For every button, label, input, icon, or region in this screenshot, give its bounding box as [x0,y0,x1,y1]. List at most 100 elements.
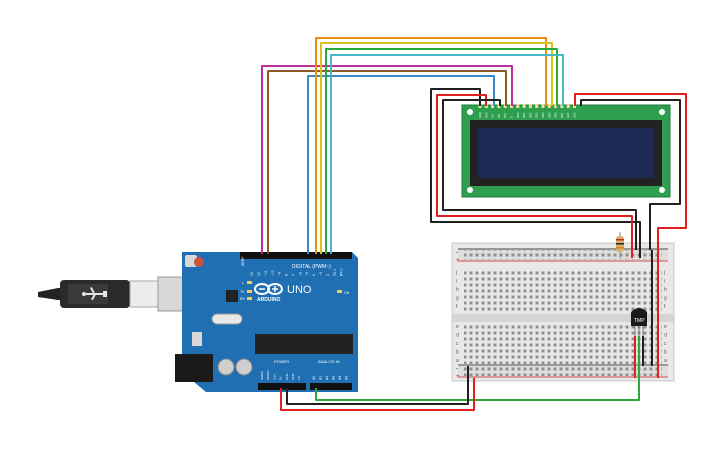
led-rx [247,297,252,300]
wire-teal[interactable] [330,54,564,254]
regulator [192,332,202,346]
wire-black-backlight[interactable] [580,99,681,250]
lcd-pin-label: DB1 [522,112,526,118]
lcd-pin-label: DB0 [516,112,520,118]
breadboard-row-letter: a [456,358,459,364]
usb-cable [38,276,195,312]
lcd-pin-label: LED [566,113,570,118]
power-pin-label: GND [285,373,289,381]
mounting-hole [659,187,665,193]
digital-pin-label: ~11 [264,270,268,276]
power-pin-label: 5V [279,376,283,380]
mounting-hole [467,109,473,115]
wire-black-gnd[interactable] [286,366,469,405]
breadboard-row-letter: h [456,287,459,293]
lcd-pin-label: DB3 [535,112,539,118]
mounting-hole [467,187,473,193]
lcd-pin[interactable] [535,104,539,108]
power-pin-label: IOREF [260,371,264,380]
wire-yellow[interactable] [320,42,553,254]
wire-black-lcd-gnd[interactable] [430,88,641,258]
lcd-pin[interactable] [528,104,532,108]
breadboard-row-letter: d [664,333,667,339]
wire-brown[interactable] [267,70,507,254]
digital-label: DIGITAL (PWM~) [292,264,331,270]
digital-pin-label: 4 [312,274,316,276]
analog-pin-label: A5 [345,376,349,380]
led-on [337,290,342,293]
resistor[interactable] [616,232,624,258]
temperature-sensor[interactable]: TMP [631,308,647,336]
breadboard-row-letter: b [664,350,667,356]
analog-pin-label: A0 [312,376,316,380]
lcd-pin-label: RW [503,113,507,118]
lcd-pin[interactable] [522,104,526,108]
reset-button[interactable] [194,257,204,267]
lcd-pin-label: VCC [484,112,488,118]
analog-pin-label: A3 [332,376,336,380]
aref-label: AREF [241,257,245,266]
digital-pin-label: ~3 [319,272,323,276]
wire-green[interactable] [325,48,558,254]
analog-pin-label: A1 [319,376,323,380]
arduino-logo-text: ARDUINO [257,297,280,303]
breadboard-row-letter: a [664,358,667,364]
lcd-pin-label: DB4 [541,112,545,118]
lcd-pin[interactable] [566,104,570,108]
digital-pin-label: 7 [291,274,295,276]
wire-blue[interactable] [307,75,495,254]
board-model: UNO [287,284,312,296]
breadboard-row-letter: j [663,270,665,276]
wire-orange[interactable] [315,37,547,254]
usb-icon [82,287,107,301]
digital-pin-label: TX 1 [333,269,337,276]
wires [261,37,687,411]
breadboard-row-letter: c [456,341,459,347]
wire-black-lcd-rw[interactable] [442,99,637,250]
wire-green-sensor[interactable] [315,336,640,401]
breadboard-row-letter: i [456,279,457,285]
lcd-pin[interactable] [560,104,564,108]
wire-red-backlight[interactable] [574,93,687,258]
led-l [247,281,252,284]
breadboard-row-letter: g [664,296,667,302]
power-jack[interactable] [175,354,213,382]
rail-minus: - [456,250,458,256]
digital-pin-label: ~10 [271,270,275,276]
digital-pin-label: 2 [326,274,330,276]
lcd-pin-label: DB5 [547,112,551,118]
digital-pin-label: 12 [257,272,261,276]
breadboard-row-letter: c [664,341,667,347]
lcd-screen [478,128,654,178]
lcd-pin[interactable] [491,104,495,108]
breadboard-row-letter: g [456,296,459,302]
digital-pin-label: ~5 [305,272,309,276]
wire-red-lcd-vcc[interactable] [436,94,633,258]
lcd-pin[interactable] [541,104,545,108]
led-l-label: L [242,281,244,285]
wire-red-5v[interactable] [280,378,475,411]
rail-minus: - [456,366,458,372]
crystal [211,313,243,325]
lcd-pin-label: GND [478,112,482,118]
led-rx-label: RX [240,297,246,301]
led-tx [247,290,252,293]
lcd-pin-label: DB6 [554,112,558,118]
digital-pin-label: ~6 [298,272,302,276]
lcd-pin[interactable] [516,104,520,108]
breadboard-row-letter: j [455,270,457,276]
wire-magenta[interactable] [261,65,513,254]
lcd-pin[interactable] [547,104,551,108]
lcd-pin[interactable] [554,104,558,108]
lcd-pin[interactable] [497,104,501,108]
analog-pin-label: A2 [325,376,329,380]
mounting-hole [659,109,665,115]
breadboard-row-letter: f [456,304,458,310]
